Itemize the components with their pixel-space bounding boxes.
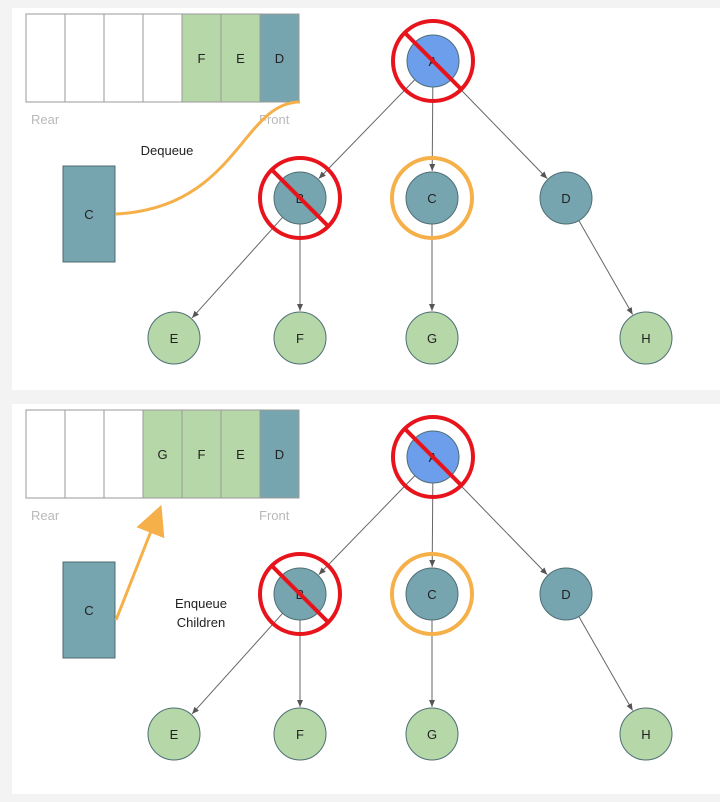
tree-node-d xyxy=(539,567,593,621)
tree-node-e xyxy=(147,311,201,365)
queue-slot-label: F xyxy=(198,51,206,66)
visited-ring xyxy=(258,552,342,636)
queue-slot xyxy=(64,409,105,499)
tree-node-label: F xyxy=(296,727,304,742)
tree-node-label: G xyxy=(427,331,437,346)
queue-slot xyxy=(25,409,66,499)
bfs-step-enqueue-diagram: GFEDRearFrontCEnqueueChildrenABCDEFGH xyxy=(25,409,673,761)
visited-ring xyxy=(391,415,475,499)
queue-slot xyxy=(259,13,300,103)
tree-node-d xyxy=(539,171,593,225)
tree-node-c xyxy=(405,171,459,225)
tree-edge xyxy=(578,220,634,315)
queue-rear-label: Rear xyxy=(31,112,60,127)
panel-dequeue: FEDRearFrontCDequeueABCDEFGH xyxy=(12,8,720,390)
visited-slash xyxy=(403,427,463,487)
step-caption: Enqueue xyxy=(175,596,227,611)
tree-node-f xyxy=(273,311,327,365)
tree-node-g xyxy=(405,311,459,365)
tree-edge xyxy=(318,475,416,575)
panel-enqueue-children: GFEDRearFrontCEnqueueChildrenABCDEFGH xyxy=(12,404,720,794)
tree-edge xyxy=(578,616,634,711)
queue-slot-label: D xyxy=(275,447,284,462)
queue-slot xyxy=(64,13,105,103)
queue-slot xyxy=(220,409,261,499)
queue-slot xyxy=(181,409,222,499)
bfs-step-dequeue-diagram: FEDRearFrontCDequeueABCDEFGH xyxy=(25,13,673,365)
current-node-box xyxy=(62,561,116,659)
tree-node-g xyxy=(405,707,459,761)
visited-slash xyxy=(270,564,330,624)
queue-rear-label: Rear xyxy=(31,508,60,523)
tree-edge xyxy=(450,475,548,575)
queue-slot xyxy=(142,13,183,103)
visited-slash xyxy=(270,168,330,228)
queue-slot-label: G xyxy=(157,447,167,462)
queue-slot-label: E xyxy=(236,447,245,462)
tree-node-label: C xyxy=(427,191,436,206)
tree-edge xyxy=(450,79,548,179)
tree-edge xyxy=(191,216,283,319)
tree-node-label: H xyxy=(641,331,650,346)
queue-slot xyxy=(220,13,261,103)
dequeue-arrow xyxy=(115,100,301,216)
tree-node-h xyxy=(619,311,673,365)
queue-slot xyxy=(259,409,300,499)
enqueue-arrow xyxy=(114,504,165,621)
queue-slot xyxy=(103,13,144,103)
visited-ring xyxy=(391,19,475,103)
tree-node-f xyxy=(273,707,327,761)
queue-front-label: Front xyxy=(259,508,290,523)
tree-node-c xyxy=(405,567,459,621)
visited-slash xyxy=(403,31,463,91)
tree-node-label: D xyxy=(561,587,570,602)
queue-slot-label: F xyxy=(198,447,206,462)
tree-node-label: G xyxy=(427,727,437,742)
tree-node-e xyxy=(147,707,201,761)
tree-node-label: H xyxy=(641,727,650,742)
queue-slot xyxy=(181,13,222,103)
tree-node-label: D xyxy=(561,191,570,206)
current-node-box-label: C xyxy=(84,207,93,222)
tree-node-label: C xyxy=(427,587,436,602)
current-ring xyxy=(390,156,474,240)
queue-slot xyxy=(103,409,144,499)
tree-node-label: F xyxy=(296,331,304,346)
step-caption: Dequeue xyxy=(141,143,194,158)
queue-slot-label: D xyxy=(275,51,284,66)
queue-slot-label: E xyxy=(236,51,245,66)
queue-slot xyxy=(142,409,183,499)
tree-edge xyxy=(191,612,283,715)
tree-node-label: E xyxy=(170,331,179,346)
visited-ring xyxy=(258,156,342,240)
tree-edge xyxy=(318,79,416,179)
queue-slot xyxy=(25,13,66,103)
current-node-box xyxy=(62,165,116,263)
current-ring xyxy=(390,552,474,636)
tree-node-h xyxy=(619,707,673,761)
step-caption: Children xyxy=(177,615,225,630)
current-node-box-label: C xyxy=(84,603,93,618)
tree-node-label: E xyxy=(170,727,179,742)
